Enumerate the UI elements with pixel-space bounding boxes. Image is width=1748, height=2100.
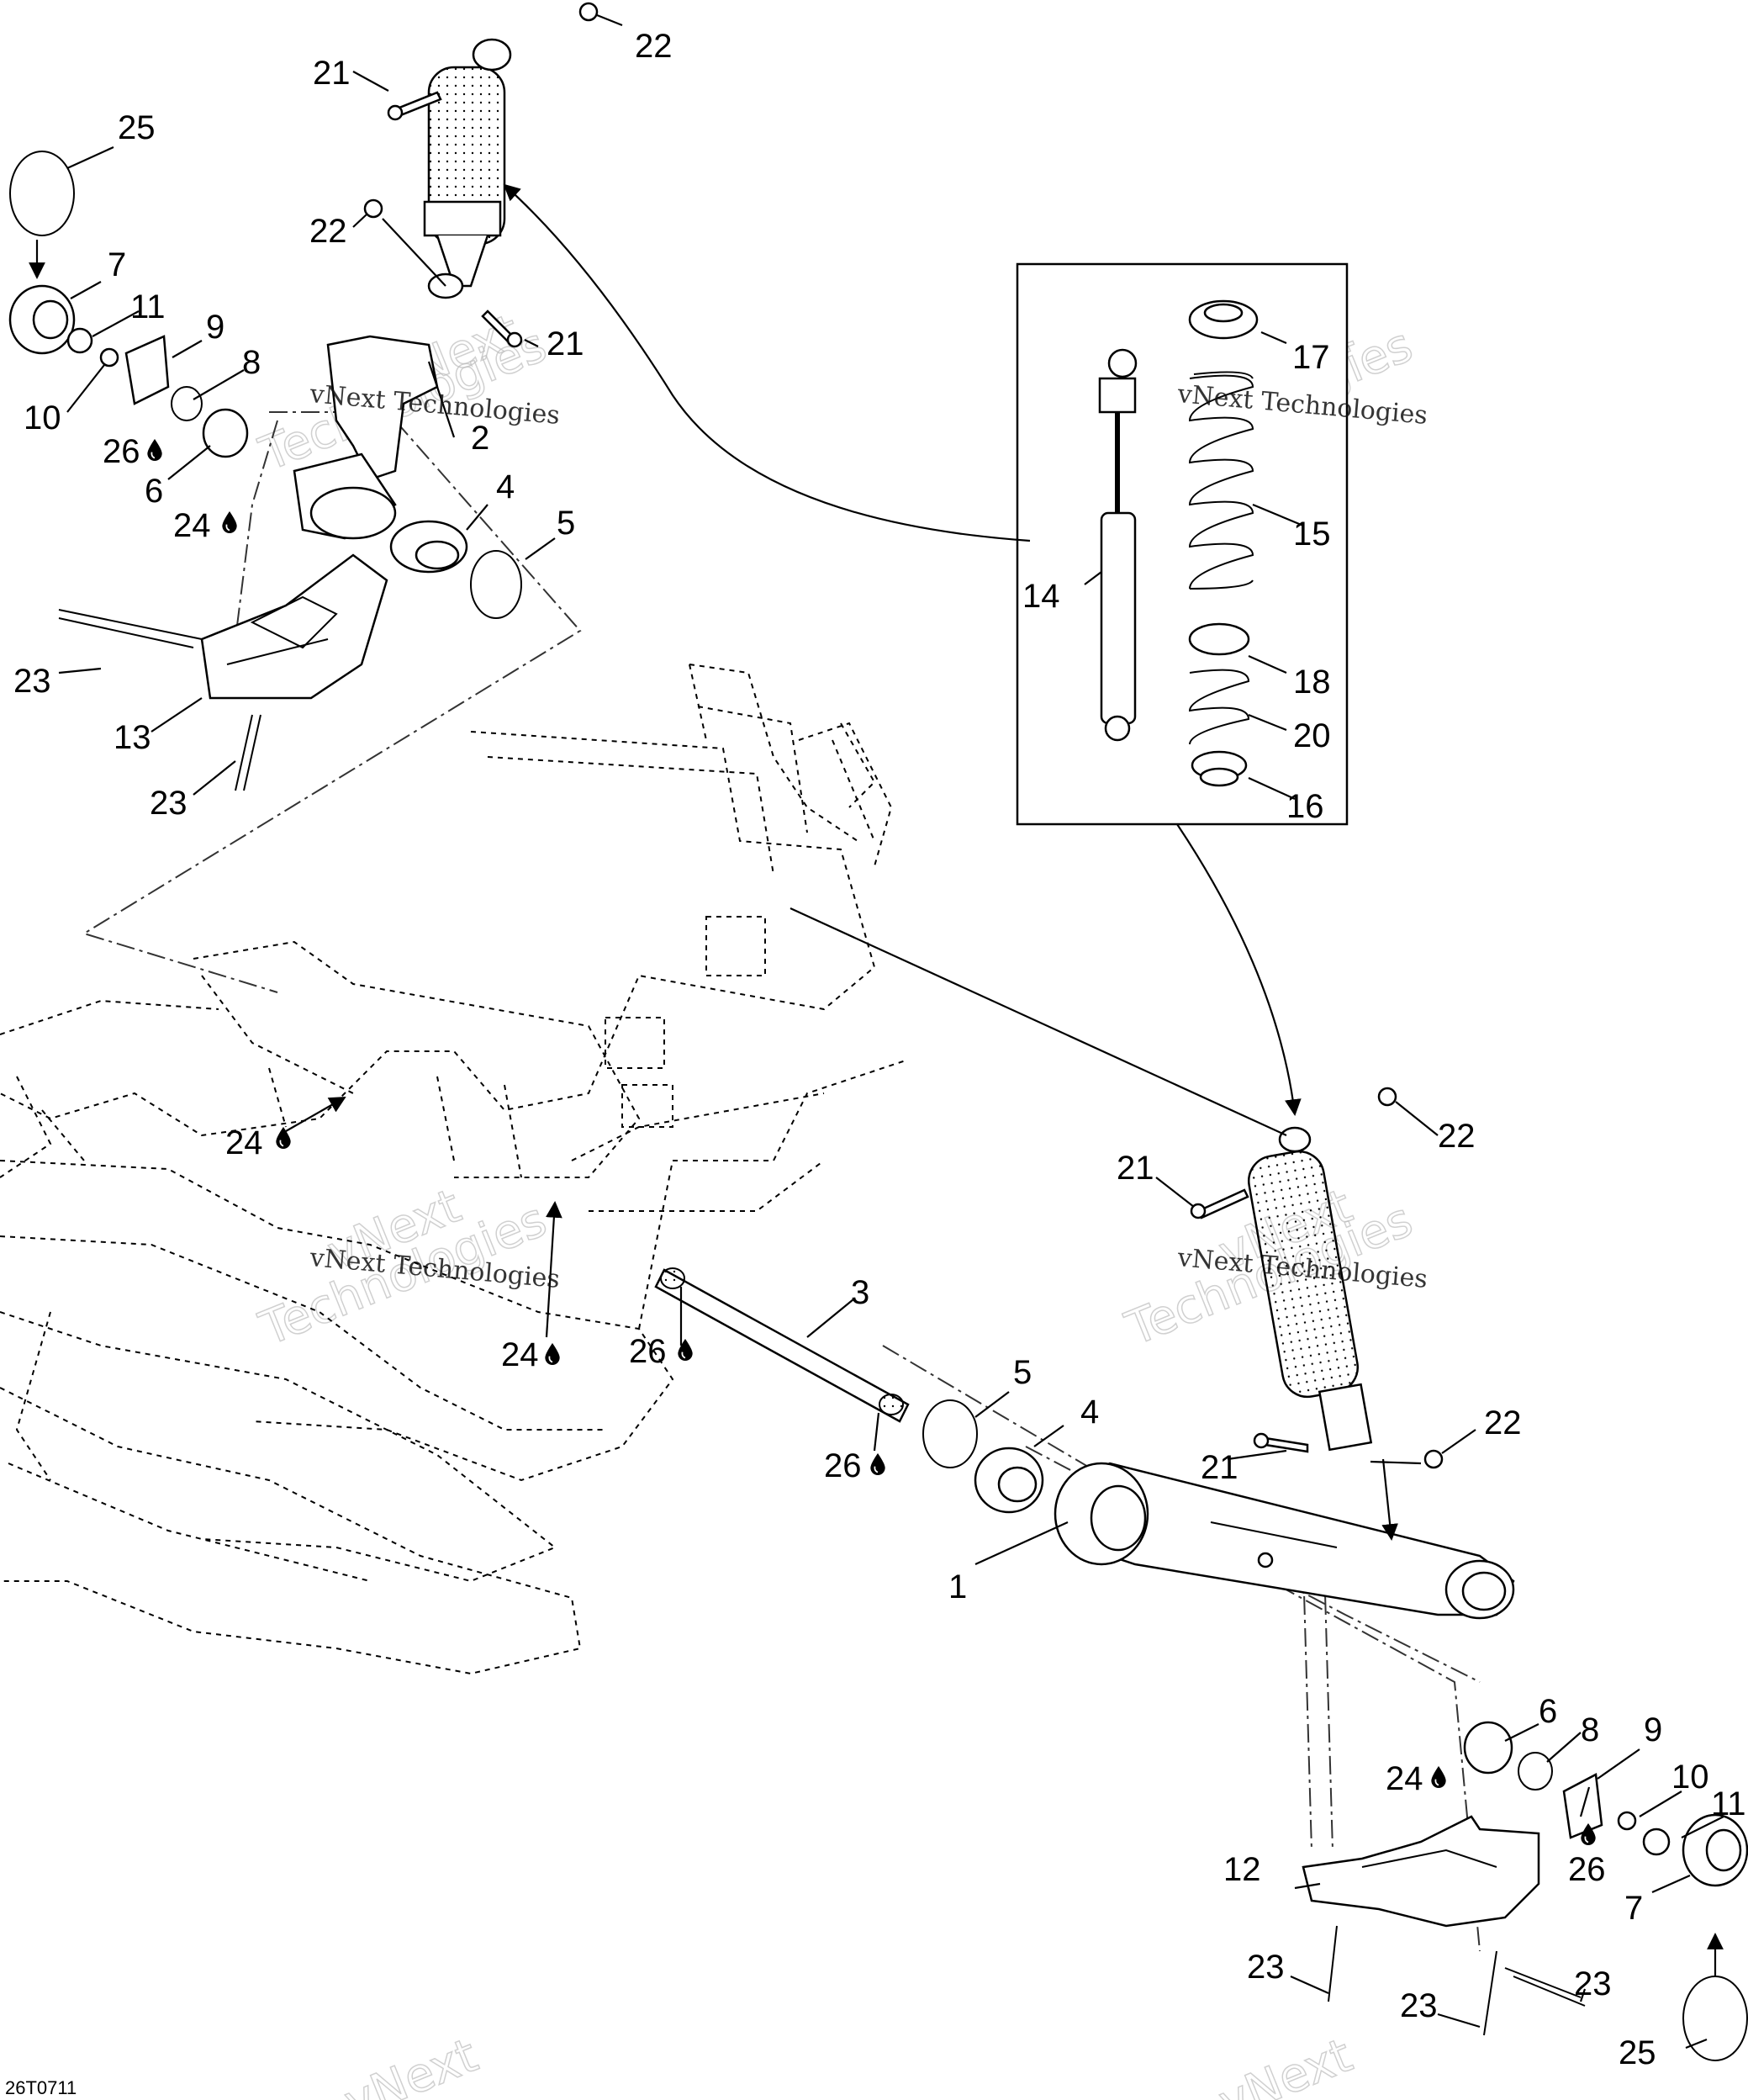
callout-label: 8 [242,344,261,381]
callout-label: 8 [1581,1711,1599,1748]
callout-label: 5 [557,505,575,542]
callout-label: 21 [1117,1150,1154,1187]
callout-label: 9 [206,309,224,346]
shock-absorber-upper [423,38,512,299]
callout-label: 11 [130,288,166,325]
callout-label: 20 [1293,717,1331,754]
leader-lines [29,13,1724,2050]
lubricant-drop-icon [545,1343,560,1365]
callout-label: 16 [1286,788,1324,825]
shaft [654,1267,910,1423]
reference-code: 26T0711 [5,2077,77,2098]
callout-label: 18 [1293,664,1331,701]
lubricant-drop-icon [222,511,237,533]
callout-label: 17 [1292,339,1330,376]
callout-label: 26 [824,1447,862,1484]
callout-label: 3 [851,1274,869,1311]
callout-label: 26 [1568,1851,1606,1888]
callout-label: 11 [1711,1785,1746,1822]
callout-label: 21 [313,55,351,92]
callout-label: 23 [1400,1987,1438,2024]
vehicle-frame [0,664,909,1675]
callout-label: 7 [1624,1890,1643,1927]
swing-arm [1054,1462,1515,1620]
callout-label: 22 [309,213,347,250]
callout-label: 21 [1201,1449,1238,1486]
callout-label: 12 [1223,1851,1261,1888]
callout-label: 23 [1247,1949,1285,1986]
callout-label: 15 [1293,516,1331,553]
watermark-ghost: vNext [1212,2028,1360,2100]
callout-label: 23 [1574,1965,1612,2002]
callout-label: 24 [173,507,211,544]
callout-label: 13 [114,719,151,756]
callout-label: 9 [1644,1711,1662,1748]
lubricant-drop-icon [147,439,162,461]
callout-label: 6 [145,473,163,510]
callout-label: 25 [118,109,156,146]
lubricant-drop-icon [870,1453,885,1475]
shock-detail-inset [1016,262,1349,826]
callout-label: 6 [1539,1693,1557,1730]
callout-label: 2 [471,420,489,457]
callout-label: 22 [1438,1118,1476,1155]
lower-right-assembly [654,1087,1748,2061]
inset-box [1016,262,1349,826]
callout-label: 23 [150,785,187,822]
callout-label: 5 [1013,1354,1032,1391]
callout-label: 24 [225,1124,263,1161]
shock-absorber-lower [1248,1126,1373,1452]
callout-label: 10 [1671,1759,1709,1796]
callout-label: 7 [108,246,126,283]
lubricant-drop-icon [1431,1766,1446,1788]
callout-label: 21 [547,325,584,362]
callout-label: 26 [103,433,140,470]
upper-left-assembly [8,2,599,791]
callout-label: 23 [13,663,51,700]
callout-label: 24 [1386,1760,1423,1797]
callout-label: 24 [501,1336,539,1373]
callout-label: 22 [635,28,673,65]
callout-label: 10 [24,399,61,436]
callout-label: 22 [1484,1404,1522,1441]
watermark-ghost: vNext [337,2028,485,2100]
callout-label: 14 [1022,578,1060,615]
spring [1188,371,1254,590]
callout-label: 4 [1080,1394,1099,1431]
callout-label: 4 [496,468,515,505]
callout-labels: 22 21 25 22 7 11 9 21 8 10 2 26 6 4 24 5… [13,28,1746,2071]
callout-label: 25 [1619,2034,1656,2071]
callout-label: 1 [948,1568,967,1605]
callout-label: 26 [629,1333,667,1370]
